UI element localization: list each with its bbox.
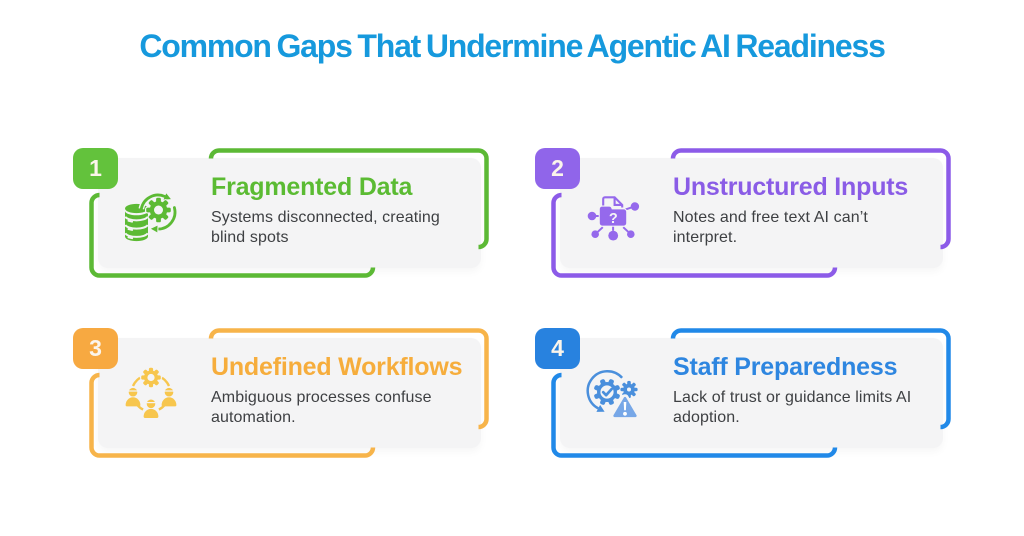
description-line: interpret. <box>673 228 738 246</box>
svg-text:?: ? <box>609 211 618 227</box>
description-line: automation. <box>211 408 296 426</box>
description-line: adoption. <box>673 408 740 426</box>
description-line: Notes and free text AI can’t <box>673 209 868 226</box>
card-description: Lack of trust or guidance limits AI adopt… <box>673 388 953 427</box>
badge-number: 3 <box>89 335 102 361</box>
number-badge: 4 <box>535 328 580 369</box>
card-frame-border <box>89 328 489 458</box>
number-badge: 2 <box>535 148 580 189</box>
badge-number: 4 <box>551 335 564 361</box>
description-line: Ambiguous processes confuse <box>211 389 432 406</box>
card-panel <box>98 338 481 448</box>
card-description: Ambiguous processes confuse automation. <box>211 388 491 427</box>
card-undefined-workflows: 3 <box>73 328 491 458</box>
card-description: Notes and free text AI can’t interpret. <box>673 208 953 247</box>
badge-number: 1 <box>89 155 102 181</box>
team-gear-icon <box>124 366 178 418</box>
card-title: Undefined Workflows <box>211 353 463 381</box>
card-frame-border <box>551 328 951 458</box>
card-description: Systems disconnected, creating blind spot… <box>211 208 491 247</box>
number-badge: 1 <box>73 148 118 189</box>
card-frame-border <box>89 148 489 278</box>
card-title: Staff Preparedness <box>673 353 898 381</box>
badge-number: 2 <box>551 155 564 181</box>
gear-check-warning-icon <box>586 370 640 420</box>
folder-question-network-icon: ? <box>587 196 640 241</box>
card-title: Unstructured Inputs <box>673 173 909 201</box>
database-sync-icon <box>124 192 178 242</box>
description-line: Lack of trust or guidance limits AI <box>673 389 912 406</box>
card-staff-preparedness: 4 <box>535 328 953 458</box>
card-title: Fragmented Data <box>211 173 413 201</box>
page-title: Common Gaps That Undermine Agentic AI Re… <box>139 28 886 64</box>
number-badge: 3 <box>73 328 118 369</box>
description-line: Systems disconnected, creating <box>211 209 440 226</box>
description-line: blind spots <box>211 228 289 246</box>
card-frame-border <box>551 148 951 278</box>
card-unstructured-inputs: 2 <box>535 148 953 278</box>
card-fragmented-data: 1 <box>73 148 491 278</box>
